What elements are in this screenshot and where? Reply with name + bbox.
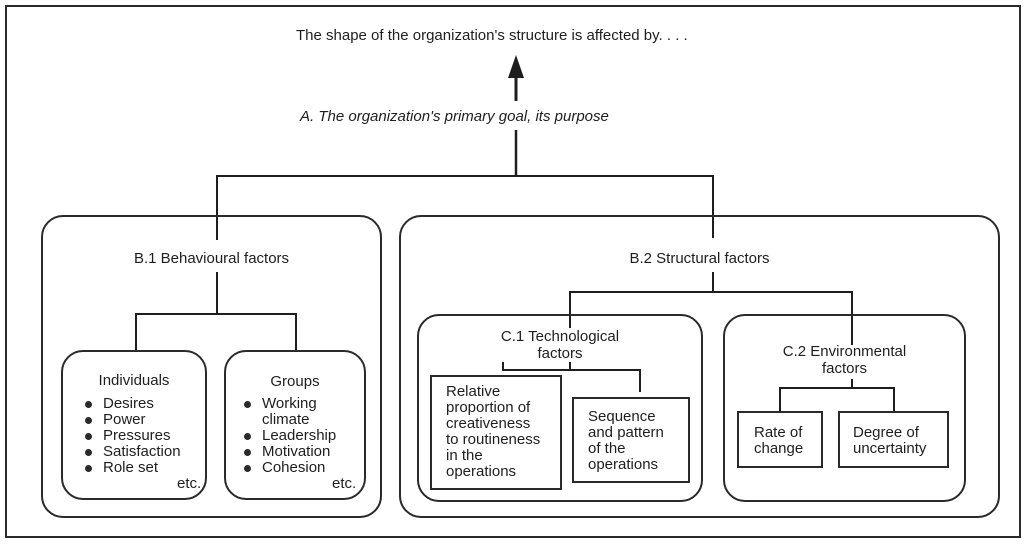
diagram-heading: The shape of the organization's structur… <box>296 27 688 44</box>
diagram-frame <box>5 5 1021 538</box>
b2-title: B.2 Structural factors <box>629 250 770 267</box>
list-item: Role set <box>83 460 181 476</box>
list-item: Leadership <box>242 428 342 444</box>
connector-b1-bar <box>135 313 297 352</box>
sequence-pattern-box: Sequence and pattern of the operations <box>572 397 690 483</box>
sequence-pattern-text: Sequence and pattern of the operations <box>588 408 664 473</box>
goal-label: A. The organization's primary goal, its … <box>300 108 609 125</box>
degree-of-uncertainty-box: Degree of uncertainty <box>838 411 949 468</box>
list-item: Desires <box>83 396 181 412</box>
connector-c2-bar <box>779 387 895 411</box>
c1-title: C.1 Technological factors <box>500 328 620 362</box>
groups-list: Working climate Leadership Motivation Co… <box>242 396 342 476</box>
individuals-box: Individuals Desires Power Pressures Sati… <box>61 350 207 500</box>
rate-of-change-text: Rate of change <box>754 424 804 457</box>
bullet-icon <box>85 401 92 408</box>
creativeness-routineness-box: Relative proportion of creativeness to r… <box>430 375 562 490</box>
individuals-etc: etc. <box>177 475 202 492</box>
rate-of-change-box: Rate of change <box>737 411 823 468</box>
groups-etc: etc. <box>332 475 357 492</box>
bullet-icon <box>85 433 92 440</box>
b2-structural-factors-box: B.2 Structural factors <box>399 215 1000 518</box>
c2-environmental-factors-box: C.2 Environmental factors <box>723 314 966 502</box>
groups-title: Groups <box>270 373 320 390</box>
bullet-icon <box>244 449 251 456</box>
individuals-title: Individuals <box>98 372 170 389</box>
individuals-list: Desires Power Pressures Satisfaction Rol… <box>83 396 181 476</box>
creativeness-routineness-text: Relative proportion of creativeness to r… <box>446 383 541 480</box>
degree-of-uncertainty-text: Degree of uncertainty <box>853 424 927 457</box>
bullet-icon <box>244 465 251 472</box>
bullet-icon <box>244 433 251 440</box>
c1-technological-factors-box: C.1 Technological factors <box>417 314 703 502</box>
groups-box: Groups Working climate Leadership Motiva… <box>224 350 366 500</box>
list-item: Satisfaction <box>83 444 181 460</box>
bullet-icon <box>244 401 251 408</box>
b1-title: B.1 Behavioural factors <box>133 250 290 267</box>
bullet-icon <box>85 449 92 456</box>
b1-behavioural-factors-box: B.1 Behavioural factors <box>41 215 382 518</box>
list-item: Power <box>83 412 181 428</box>
list-item: Cohesion <box>242 460 342 476</box>
list-item: Working climate <box>242 396 342 428</box>
c2-title: C.2 Environmental factors <box>782 343 907 377</box>
bullet-icon <box>85 417 92 424</box>
list-item: Motivation <box>242 444 342 460</box>
connector-b2-bar <box>569 291 853 345</box>
bullet-icon <box>85 465 92 472</box>
list-item: Pressures <box>83 428 181 444</box>
connector-b-bar <box>216 175 714 240</box>
connector-c1-bar <box>502 362 641 392</box>
arrow-up-icon <box>508 55 524 78</box>
